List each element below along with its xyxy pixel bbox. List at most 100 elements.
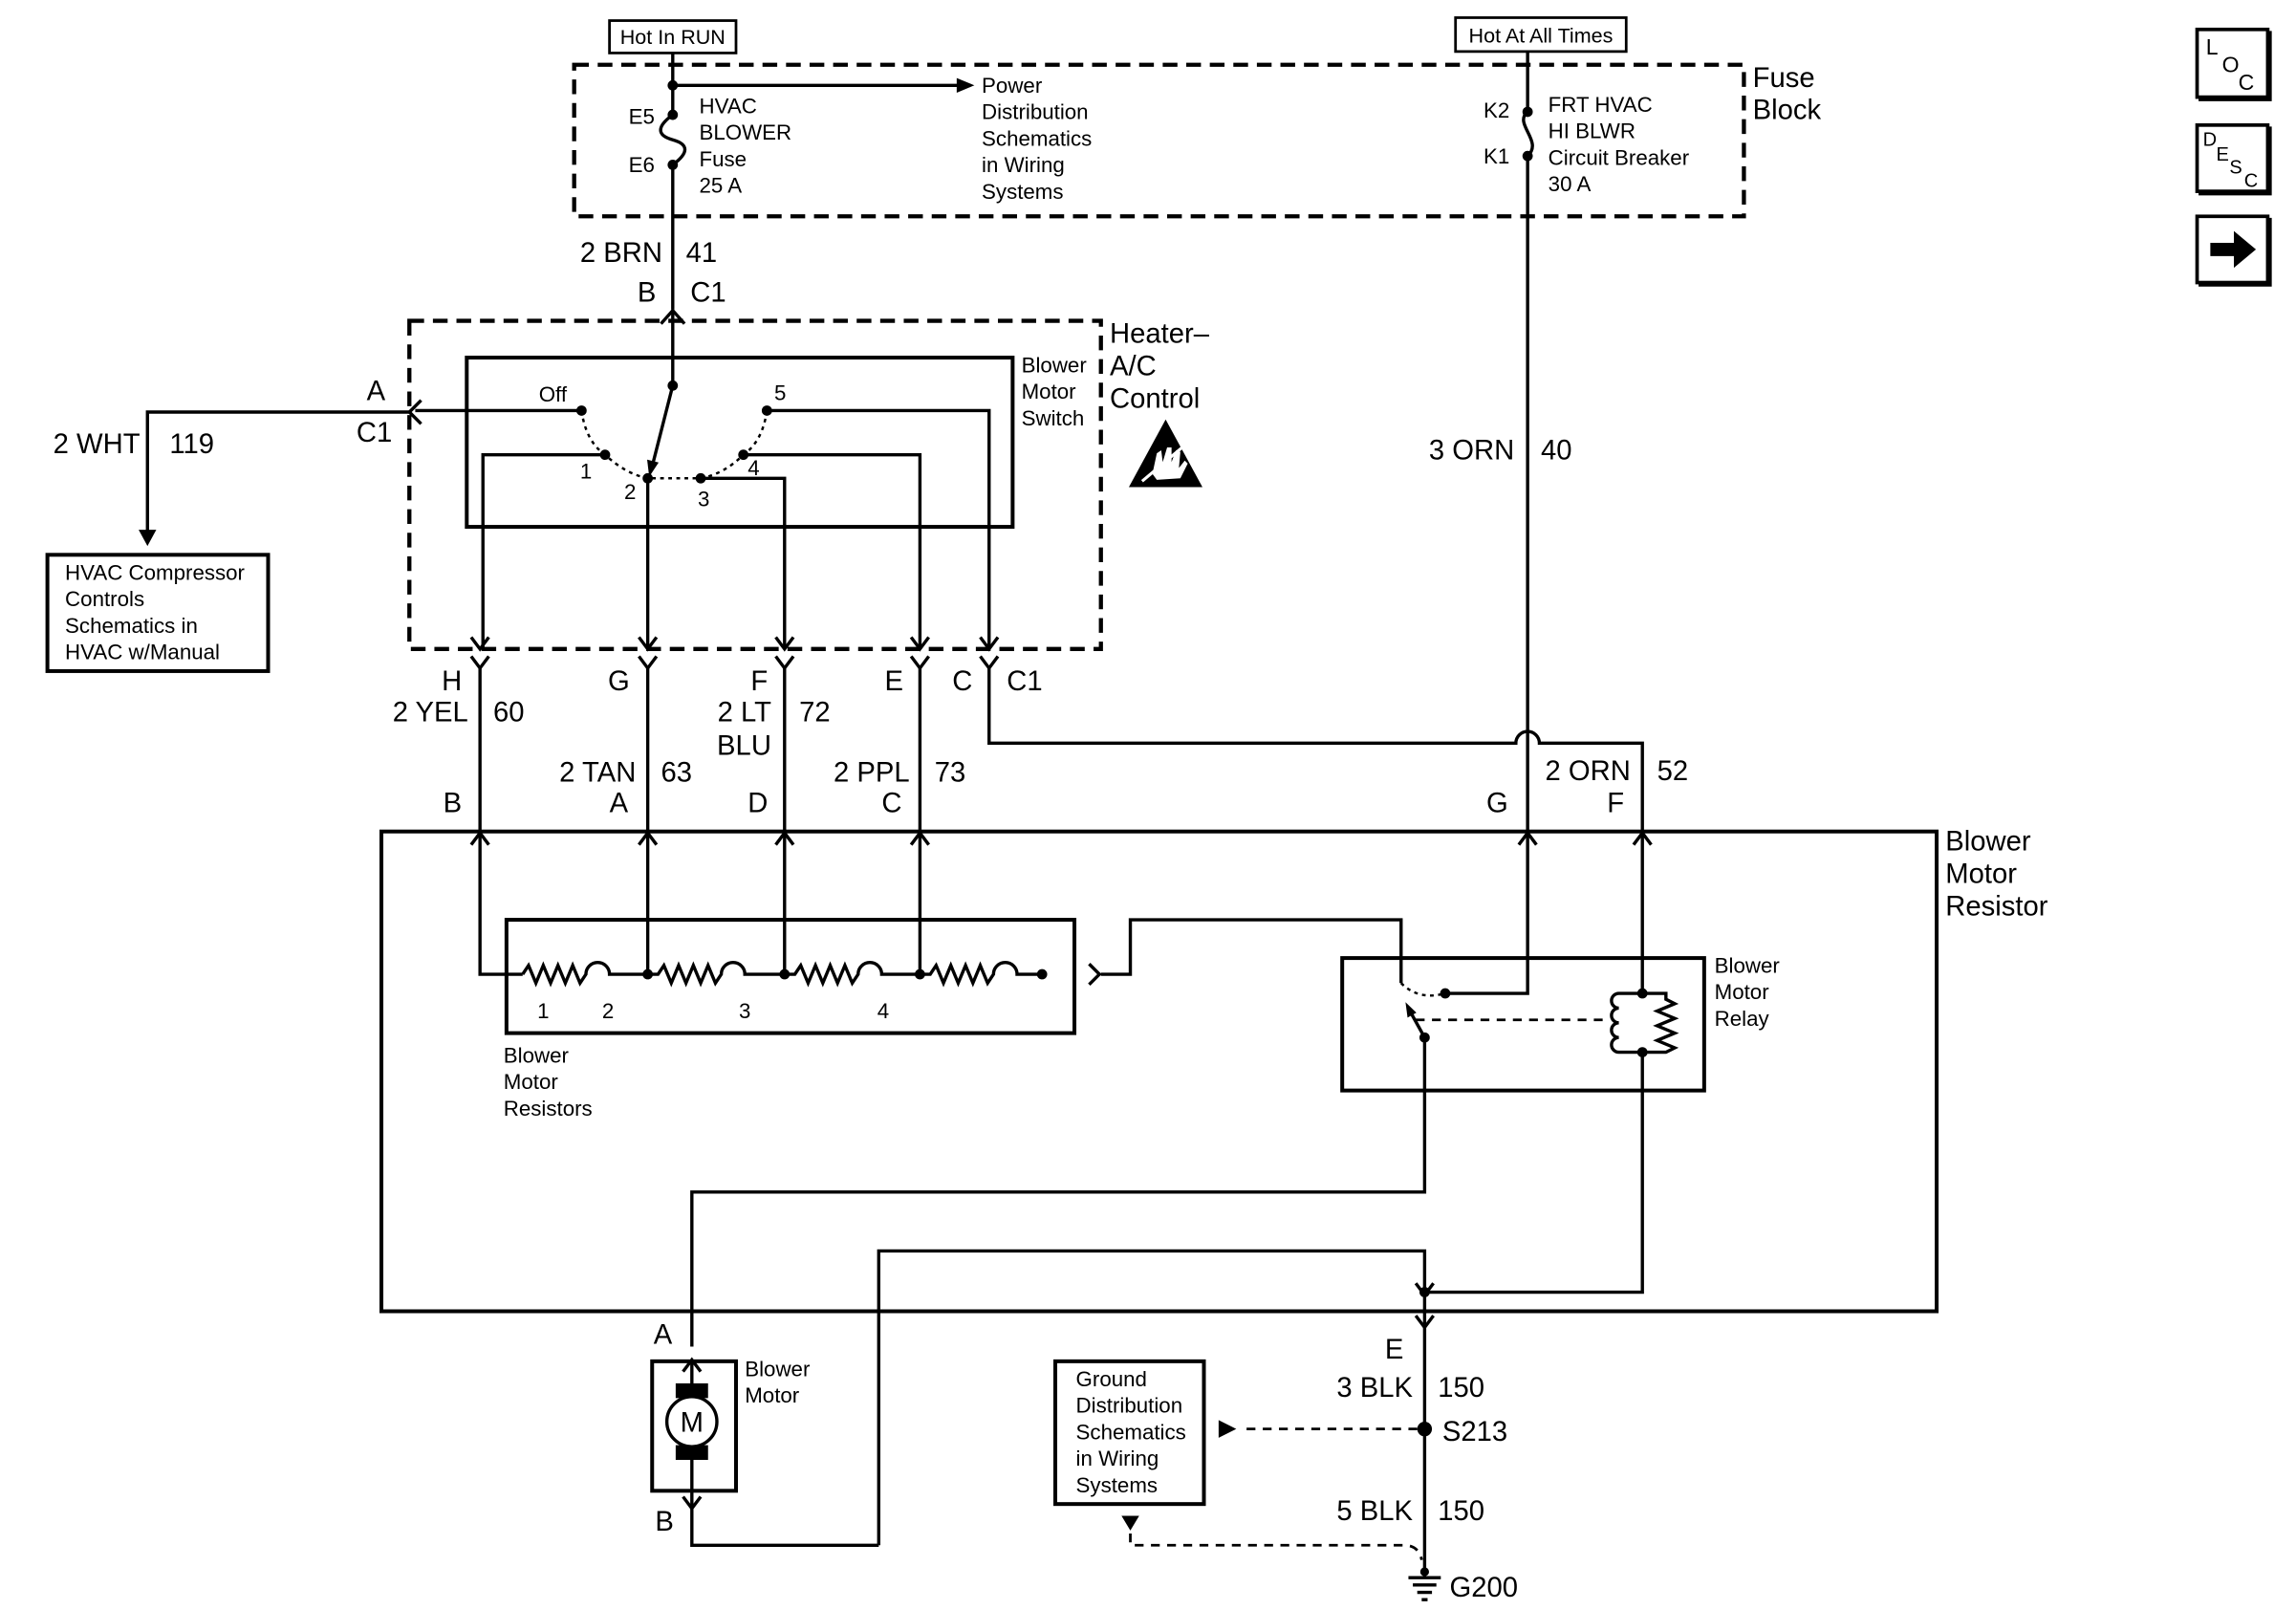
hvac-compressor-reference[interactable]: HVAC Compressor Controls Schematics in H… [45,553,271,673]
blower-motor-switch: Blower Motor Switch Off 5 1 2 3 4 [465,309,1088,530]
arrow-right-icon [956,77,975,93]
blower-motor-relay-title: Relay [1715,1007,1770,1031]
connector-pin-label: A [610,789,629,819]
fuse-terminal-label: E5 [629,104,655,128]
junction-dot [1522,106,1533,118]
junction-dot [1522,150,1533,162]
connector-pin-label: D [747,789,768,819]
blower-motor-resistor: Blower Motor Resistor 1 2 3 4 [379,827,2048,1546]
circuit-number-label: 63 [661,757,692,788]
loc-letter: O [2222,52,2240,76]
connector-pin-label: E [1385,1335,1404,1365]
breaker-description: 30 A [1549,172,1592,196]
switch-position-label: 3 [698,488,709,511]
blower-motor-switch-title: Switch [1022,406,1085,430]
circuit-number-label: 40 [1541,435,1572,466]
breaker-terminal-label: K2 [1484,98,1509,122]
fuse-block: Fuse Block E5 E6 HVAC BLOWER Fuse 25 A P… [572,62,1822,219]
resistor-step-label: 1 [537,999,549,1023]
wire-speed-3-output [701,476,787,649]
motor-icon [664,1395,719,1448]
breaker-terminal-label: K1 [1484,144,1509,168]
wire-color-label: 2 YEL [393,697,468,728]
fuse-description: BLOWER [700,120,792,144]
circuit-number-label: 41 [686,238,718,269]
junction-dot [642,968,654,980]
circuit-number-label: 150 [1438,1373,1484,1403]
blower-motor: A M Blower Motor B [650,1319,879,1547]
reference-text: in Wiring [1076,1447,1159,1470]
connector-pin-label: B [444,789,463,819]
reference-text: Ground [1076,1367,1147,1391]
heater-ac-control: Heater– A/C Control Blower Motor Switch … [406,309,1210,671]
connector-pin-label: B [655,1507,674,1537]
reference-text: HVAC w/Manual [65,641,220,664]
circuit-number-label: 119 [169,429,214,460]
connector-pin-label: H [442,666,462,697]
junction-dot [667,160,679,170]
resistor-step-label: 3 [739,999,750,1023]
circuit-number-label: 150 [1438,1496,1484,1527]
blower-motor-resistor-title: Resistor [1945,891,2047,922]
blower-motor-resistor-outline [379,829,1939,1314]
wire-color-label: 2 PPL [834,757,910,788]
loc-button[interactable]: L O C [2195,27,2272,101]
ground-point-label: G200 [1450,1573,1519,1603]
blower-motor-resistors-title: Motor [504,1070,559,1094]
next-button[interactable] [2195,214,2272,287]
fuse-block-title: Fuse [1753,63,1815,94]
power-distribution-reference: Power [982,74,1043,98]
fuse-terminal-label: E6 [629,153,655,177]
blower-motor-resistors-title: Resistors [504,1097,593,1120]
loc-letter: C [2239,70,2255,95]
ground-distribution-reference[interactable]: Ground Distribution Schematics in Wiring… [1053,1359,1206,1507]
motor-brush [675,1382,708,1399]
arrow-right-icon [2210,230,2257,269]
blower-motor-outline [650,1359,738,1493]
desc-button[interactable]: D E S C [2195,122,2272,196]
reference-text: Systems [1076,1473,1159,1497]
circuit-119-wire [145,410,410,533]
heater-ac-control-outline [407,318,1103,651]
connector-chevron [469,636,490,671]
junction-dot [667,109,679,120]
desc-letter: S [2229,158,2242,179]
resistor-step-label: 2 [602,999,614,1023]
resistor-1 [521,961,648,988]
resistor-step-label: 4 [877,999,889,1023]
breaker-description: Circuit Breaker [1549,145,1690,169]
arrow-right-icon [1218,1420,1237,1438]
relay-arm-arrow [1405,1002,1417,1018]
desc-letter: C [2244,170,2258,191]
wire-speed-1-output [481,452,605,649]
resistor-4 [920,961,1043,988]
connector-pin-label: F [750,666,768,697]
fuse-description: HVAC [700,95,757,119]
wire-color-label: 2 TAN [559,757,636,788]
blower-motor-resistors-title: Blower [504,1043,570,1067]
connector-pin-label: F [1607,789,1624,819]
relay-coil [1610,991,1643,1055]
reference-box [1053,1359,1206,1507]
breaker-description: FRT HVAC [1549,93,1653,117]
junction-dot [1036,968,1048,980]
relay-suppression-resistor [1642,991,1679,1055]
blower-motor-resistor-title: Blower [1945,827,2031,858]
hot-at-all-times-label: Hot At All Times [1454,16,1628,54]
hot-at-all-times-box [1454,16,1628,54]
splice-dot [1417,1421,1433,1437]
blower-motor-switch-title: Motor [1022,380,1077,403]
reference-text: HVAC Compressor [65,560,245,584]
switch-position-label: 2 [624,480,636,504]
motor-symbol: M [681,1408,704,1439]
wire-color-label: 2 WHT [54,429,141,460]
hot-in-run-label: Hot In RUN [608,19,738,54]
loc-letter: L [2206,34,2219,59]
heater-ac-control-title: A/C [1110,352,1157,382]
wire-color-label: 5 BLK [1336,1496,1413,1527]
connector-id-label: C1 [357,418,392,448]
switch-position-label: Off [539,382,568,406]
switch-position-label: 4 [747,456,759,480]
blower-motor-switch-title: Blower [1022,353,1088,377]
connector-pin-label: A [367,377,386,407]
